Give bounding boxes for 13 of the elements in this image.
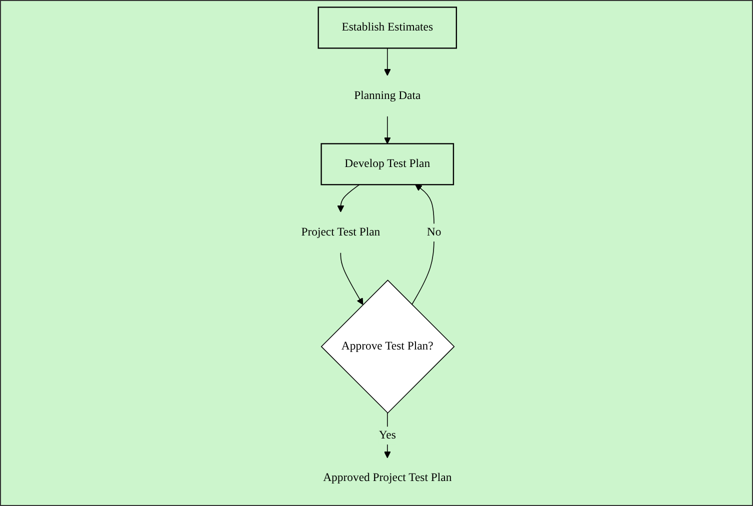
arrow (384, 116, 391, 144)
arrow (337, 184, 360, 212)
edge-label: Yes (378, 428, 396, 442)
arrow (384, 48, 391, 76)
arrow (340, 252, 364, 305)
node-box: Develop Test Plan (320, 143, 454, 186)
node-text: Approved Project Test Plan (323, 472, 452, 484)
node-box: Establish Estimates (318, 6, 458, 49)
node-diamond: Approve Test Plan? (320, 280, 455, 414)
node-text: Project Test Plan (301, 226, 380, 238)
arrow (412, 184, 434, 306)
node-text: Planning Data (354, 90, 421, 102)
edge-label: No (426, 226, 442, 238)
